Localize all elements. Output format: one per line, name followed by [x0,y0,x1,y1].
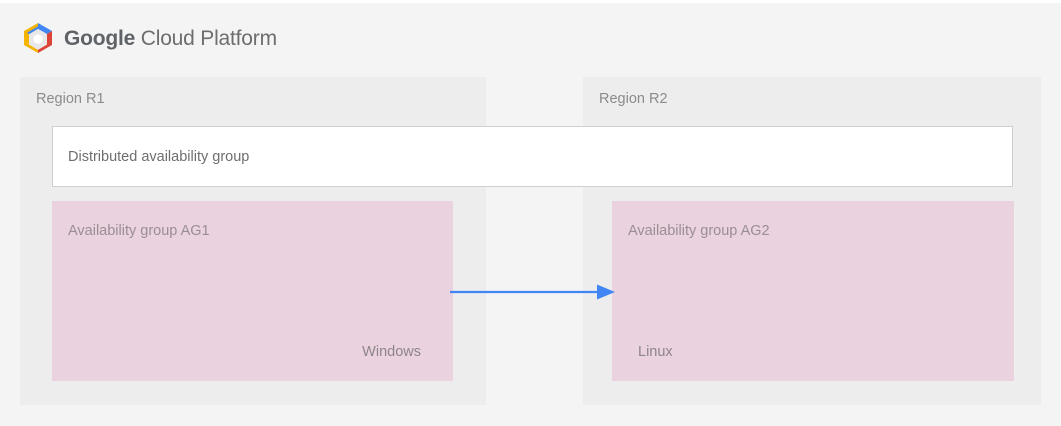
brand-header: Google Cloud Platform [22,18,277,58]
brand-word-google: Google [64,26,136,50]
availability-group-box-ag1: Availability group AG1 Windows [52,201,453,381]
region-label-r2: Region R2 [599,91,668,107]
top-white-strip [0,0,1061,3]
distributed-availability-group-box: Distributed availability group [52,126,1013,187]
availability-group-title-ag1: Availability group AG1 [68,223,210,239]
brand-word-cloud-platform: Cloud Platform [135,26,277,50]
region-label-r1: Region R1 [36,91,105,107]
availability-group-box-ag2: Availability group AG2 Linux [612,201,1014,381]
os-label-linux: Linux [638,344,673,360]
brand-wordmark: Google Cloud Platform [64,28,277,49]
availability-group-title-ag2: Availability group AG2 [628,223,770,239]
replication-arrow-icon [450,284,615,300]
google-cloud-platform-logo-icon [24,23,52,53]
os-label-windows: Windows [362,344,421,360]
distributed-availability-group-label: Distributed availability group [68,148,250,165]
